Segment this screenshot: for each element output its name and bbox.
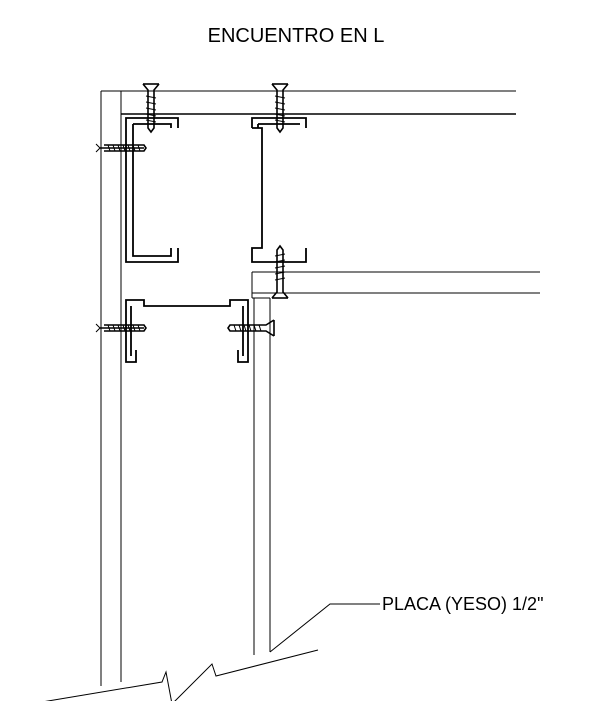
drawing-title: ENCUENTRO EN L xyxy=(208,25,385,47)
steel-profile-top-right xyxy=(251,117,307,263)
steel-profile-bottom xyxy=(125,299,249,363)
screw-top-2-icon xyxy=(271,83,289,134)
screw-left-upper-icon xyxy=(95,143,147,153)
screw-right-horizontal-icon xyxy=(227,319,275,337)
label-leader-line xyxy=(269,603,380,653)
break-line xyxy=(44,649,319,701)
board-label: PLACA (YESO) 1/2" xyxy=(382,594,543,614)
screw-top-1-icon xyxy=(142,83,160,134)
screw-left-lower-icon xyxy=(95,323,147,333)
right-board xyxy=(251,271,540,655)
screw-mid-vertical-icon xyxy=(271,244,289,299)
top-board xyxy=(100,90,516,686)
steel-profile-top-left xyxy=(125,117,179,263)
